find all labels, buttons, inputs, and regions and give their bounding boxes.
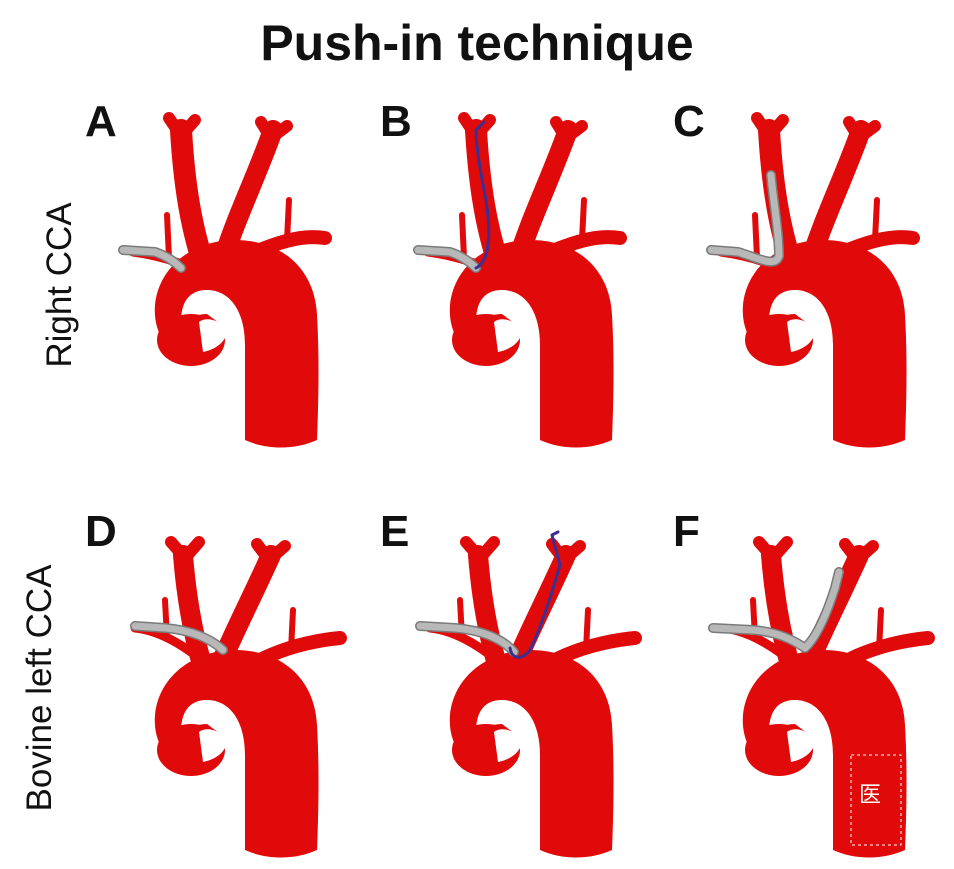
vessel-group — [413, 112, 627, 448]
row-label-bovine-left-cca: Bovine left CCA — [20, 564, 59, 812]
aortic-arch — [449, 240, 614, 448]
arch-inner-curve — [199, 319, 227, 352]
catheter — [707, 171, 783, 266]
left-vertebral-artery — [876, 607, 884, 653]
aortic-arch — [154, 240, 319, 448]
guidewire — [508, 530, 562, 659]
right-carotid-bifurcation-branch — [763, 114, 789, 142]
left-vertebral-artery — [288, 607, 296, 653]
left-subclavian-artery — [548, 631, 642, 667]
aortic-arch-diagram — [413, 112, 627, 448]
panel-letter: C — [673, 97, 705, 146]
row-label-right-cca: Right CCA — [40, 202, 79, 368]
panel-b: B — [380, 100, 670, 450]
left-subclavian-artery — [841, 631, 935, 667]
arch-inner-curve — [199, 729, 227, 762]
panel-letter: B — [380, 97, 412, 146]
arch-inner-curve — [787, 729, 815, 762]
panel-d: D — [85, 510, 375, 860]
catheter — [119, 246, 185, 272]
right-carotid-bifurcation-branch — [474, 536, 500, 564]
catheter — [131, 622, 227, 654]
catheter — [709, 568, 843, 652]
panel-letter: E — [380, 507, 410, 556]
panel-letter: A — [85, 97, 117, 146]
left-carotid-bifurcation-branch — [265, 120, 293, 144]
watermark-stamp — [850, 754, 902, 846]
left-vertebral-artery — [579, 197, 587, 243]
aortic-arch-diagram — [415, 530, 642, 858]
left-vertebral-artery — [872, 197, 880, 243]
vessel-group: 医 — [708, 536, 935, 858]
left-carotid-bifurcation-branch — [263, 540, 291, 566]
aortic-arch — [742, 240, 907, 448]
aortic-arch-diagram — [118, 112, 332, 448]
vessel-group — [706, 112, 920, 448]
right-vertebral-artery — [164, 212, 172, 261]
panel-a: A — [85, 100, 375, 450]
aortic-arch — [154, 650, 319, 858]
left-vertebral-artery — [284, 197, 292, 243]
aortic-arch-diagram — [130, 536, 347, 858]
panel-c: C — [673, 100, 954, 450]
vessel-group — [415, 530, 642, 858]
left-subclavian-artery — [253, 631, 347, 667]
left-carotid-bifurcation-branch — [851, 540, 879, 566]
arch-inner-curve — [494, 319, 522, 352]
left-carotid-bifurcation-branch — [853, 120, 881, 144]
panel-letter: F — [673, 507, 700, 556]
arch-inner-curve — [494, 729, 522, 762]
guidewire — [474, 120, 491, 270]
panel-e: E — [380, 510, 670, 860]
vessel-group — [118, 112, 332, 448]
right-carotid-bifurcation-branch — [175, 114, 201, 142]
aortic-arch — [742, 650, 907, 858]
right-vertebral-artery — [752, 212, 760, 261]
panel-letter: D — [85, 507, 117, 556]
right-carotid-bifurcation-branch — [179, 536, 205, 564]
left-carotid-bifurcation-branch — [560, 120, 588, 144]
left-vertebral-artery — [583, 607, 591, 653]
catheter — [414, 246, 480, 272]
right-carotid-bifurcation-branch — [470, 114, 496, 142]
bovine-left-common-carotid-artery — [798, 545, 869, 675]
aortic-arch-diagram: 医 — [708, 536, 935, 858]
aortic-arch-diagram — [706, 112, 920, 448]
right-carotid-bifurcation-branch — [767, 536, 793, 564]
arch-inner-curve — [787, 319, 815, 352]
figure-title: Push-in technique — [260, 15, 694, 71]
vessel-group — [130, 536, 347, 858]
right-vertebral-artery — [459, 212, 467, 261]
left-carotid-bifurcation-branch — [558, 540, 586, 566]
aortic-arch — [449, 650, 614, 858]
watermark-text: 医 — [859, 782, 881, 807]
